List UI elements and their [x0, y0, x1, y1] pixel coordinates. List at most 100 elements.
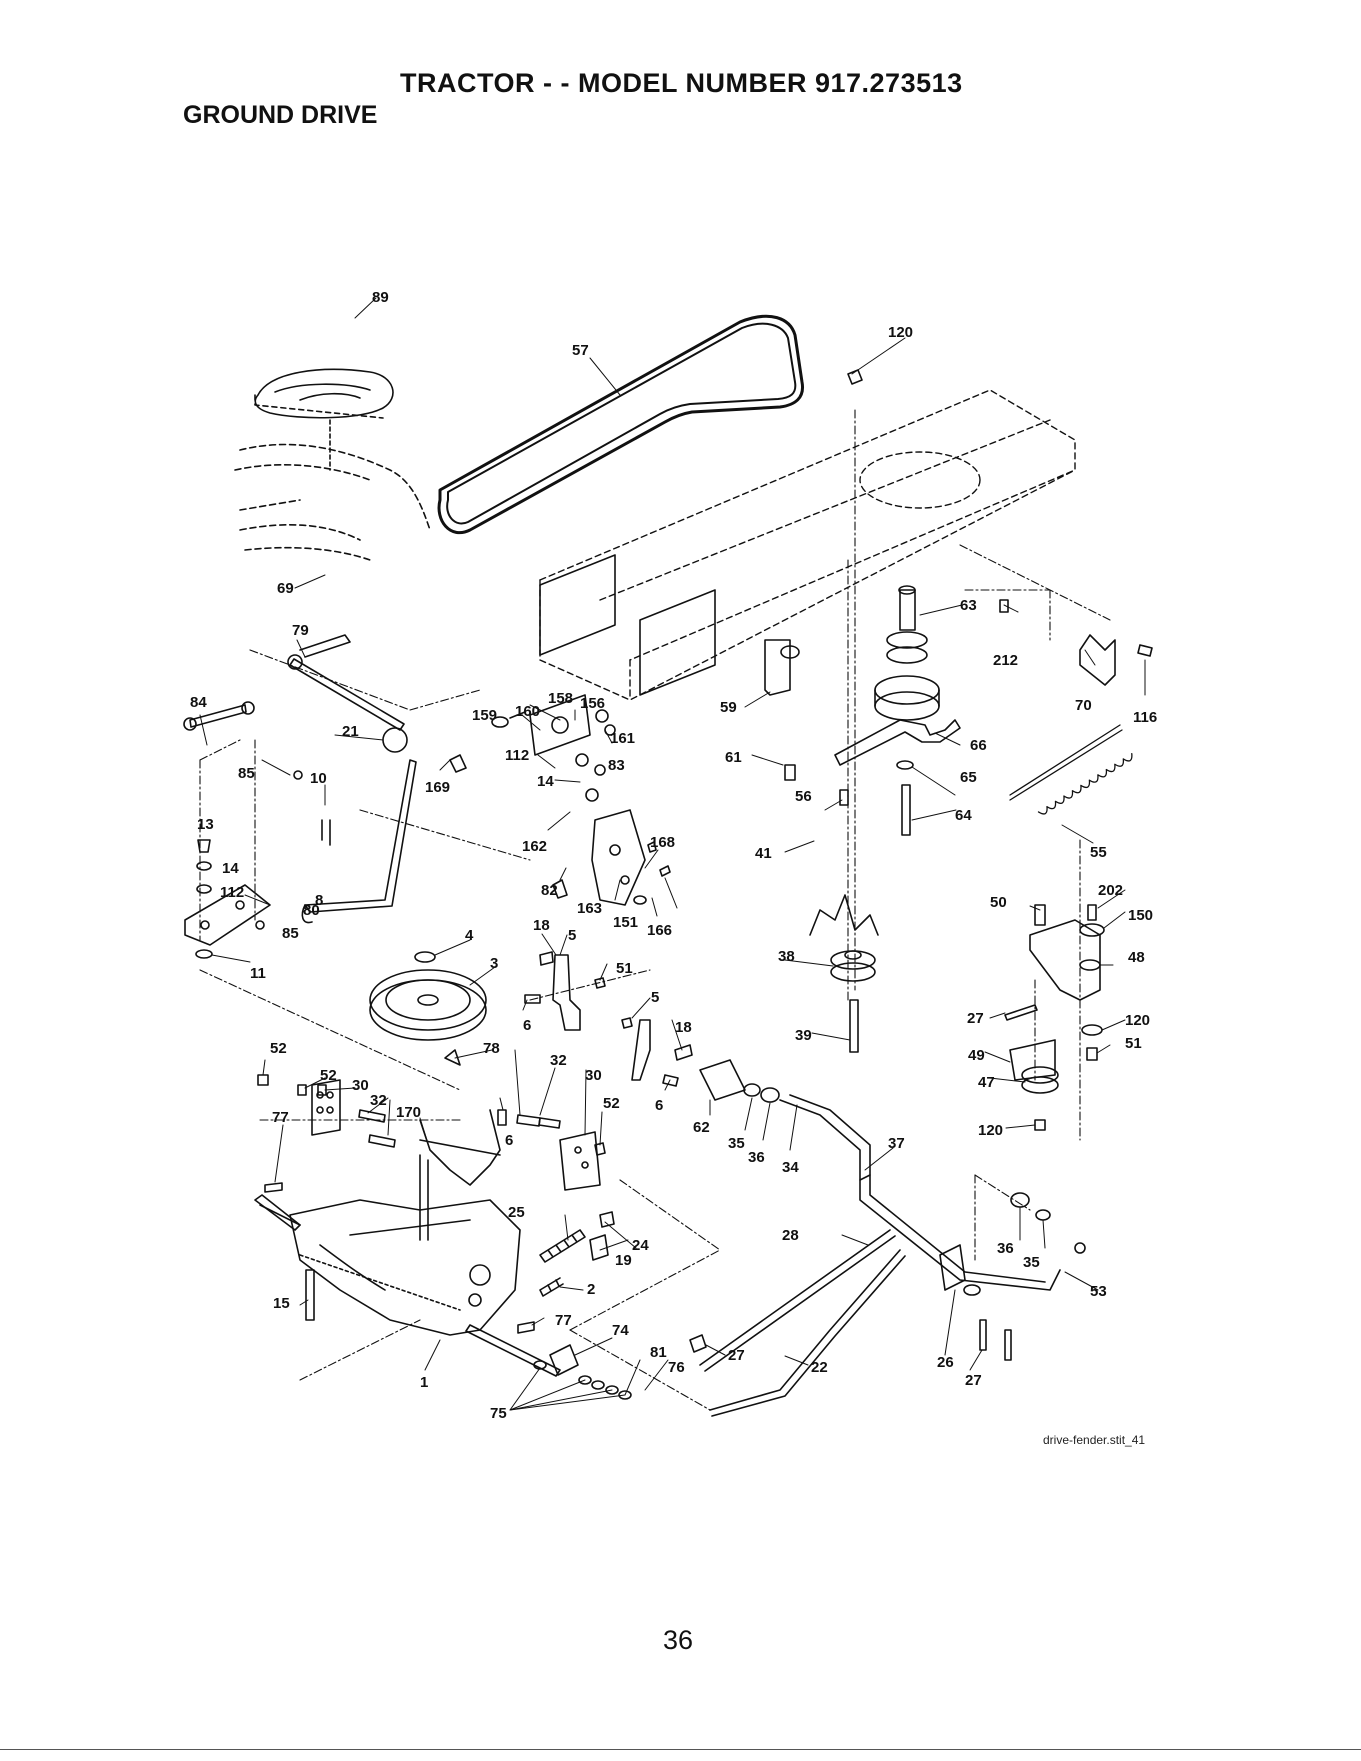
belt-guide-part-59	[764, 639, 800, 696]
part-label-52: 52	[270, 1040, 287, 1057]
part-label-70: 70	[1075, 697, 1092, 714]
transaxle-part-1	[254, 1154, 561, 1377]
part-label-39: 39	[795, 1027, 812, 1044]
part-label-120: 120	[888, 324, 913, 341]
part-label-21: 21	[342, 723, 359, 740]
part-label-57: 57	[572, 342, 589, 359]
part-label-24: 24	[632, 1237, 649, 1254]
part-label-26: 26	[937, 1354, 954, 1371]
leader-dash-lines	[199, 409, 1111, 1411]
part-label-56: 56	[795, 788, 812, 805]
part-label-160: 159	[472, 707, 497, 724]
bracket-cluster-158-162	[491, 694, 616, 802]
pin-part-77b	[517, 1321, 535, 1334]
washer-part-35	[743, 1083, 761, 1097]
pin-part-27b	[1004, 1329, 1012, 1361]
part-label-84: 84	[190, 694, 207, 711]
shaft-part-81	[287, 634, 405, 731]
part-label-156: 151	[613, 914, 638, 931]
bracket-part-37	[859, 1174, 871, 1181]
page-title: TRACTOR - - MODEL NUMBER 917.273513	[400, 68, 963, 98]
bolt-part-50	[1034, 904, 1046, 926]
part-label-32b: 32	[550, 1052, 567, 1069]
part-label-8: 8	[315, 892, 323, 909]
part-label-169: 169	[425, 779, 450, 796]
bolt-part-169	[449, 754, 467, 773]
part-label-162: 161	[610, 730, 635, 747]
part-label-36: 36	[748, 1149, 765, 1166]
bolt-part-82	[552, 879, 568, 899]
idler-bracket-part-48	[1029, 919, 1101, 1001]
part-label-6b: 6	[655, 1097, 663, 1114]
part-label-27c: 27	[965, 1372, 982, 1389]
bolt-part-32b	[368, 1134, 396, 1148]
part-label-18b: 18	[675, 1019, 692, 1036]
part-label-82: 82	[541, 882, 558, 899]
part-label-14b: 14	[537, 773, 554, 790]
part-label-2: 2	[587, 1281, 595, 1298]
fender-seat-part	[234, 368, 431, 561]
part-label-6c: 6	[505, 1132, 513, 1149]
part-label-89: 89	[372, 289, 389, 306]
figure-filename: drive-fender.stit_41	[1043, 1433, 1146, 1447]
part-label-77b: 77	[555, 1312, 572, 1329]
bolt-part-202	[1087, 904, 1097, 921]
part-label-3: 3	[490, 955, 498, 972]
nut-part-52c	[317, 1084, 327, 1096]
frame-bracket-part	[539, 554, 716, 696]
bolt-part-15	[305, 1269, 315, 1321]
part-label-15: 15	[273, 1295, 290, 1312]
nut-part-120-top	[847, 369, 863, 385]
part-label-1: 1	[420, 1374, 428, 1391]
part-label-159: 158	[548, 690, 573, 707]
part-label-51: 51	[1125, 1035, 1142, 1052]
shift-lever-part-8	[301, 727, 417, 924]
nut-part-52a	[257, 1074, 269, 1086]
part-label-28: 28	[782, 1227, 799, 1244]
part-label-27: 27	[967, 1010, 984, 1027]
part-label-22: 22	[811, 1359, 828, 1376]
bracket-part-26	[939, 1244, 966, 1291]
bolt-part-64	[901, 784, 911, 836]
part-label-11: 11	[250, 965, 266, 982]
part-label-166: 166	[647, 922, 672, 939]
part-label-13: 13	[197, 816, 214, 833]
washer-stack-75-76-78	[533, 1344, 632, 1400]
part-label-163: 162	[522, 838, 547, 855]
part-label-36b: 36	[997, 1240, 1014, 1257]
part-label-63: 63	[960, 597, 977, 614]
part-label-30b: 30	[585, 1067, 602, 1084]
part-label-83: 83	[608, 757, 625, 774]
part-label-48: 48	[1128, 949, 1145, 966]
spacer-part-150	[1079, 923, 1105, 937]
linkage-part-84	[183, 701, 255, 731]
belt-keeper-part-41	[809, 894, 879, 936]
washer-stack-13-14-112-11	[195, 839, 213, 959]
part-label-47: 47	[978, 1074, 995, 1091]
washer-part-36	[760, 1087, 780, 1103]
part-label-41: 41	[755, 845, 772, 862]
part-label-75: 75	[490, 1405, 507, 1422]
part-label-81: 79	[292, 622, 309, 639]
bolt-part-32d	[538, 1117, 561, 1129]
bracket-part-49	[1009, 1039, 1056, 1081]
bolt-part-116	[1137, 644, 1153, 657]
bottom-rule	[0, 1749, 1361, 1750]
retaining-ring-part-4	[414, 951, 436, 963]
part-label-25: 25	[508, 1204, 525, 1221]
pulley-part-47	[1021, 1066, 1059, 1094]
pulley-part-3	[369, 969, 487, 1041]
part-label-18: 18	[533, 917, 550, 934]
bolt-part-6a	[524, 994, 541, 1004]
part-label-76: 76	[668, 1359, 685, 1376]
page-number: 36	[663, 1625, 694, 1655]
pin-part-77a	[264, 1182, 283, 1193]
fastener-85a	[293, 770, 303, 780]
part-label-79c: 78	[483, 1040, 500, 1057]
bushing-part-62	[699, 1059, 746, 1101]
part-label-4: 4	[465, 927, 474, 944]
part-label-53: 53	[1090, 1283, 1107, 1300]
part-label-150: 150	[1128, 907, 1153, 924]
bracket-part-70	[1079, 634, 1116, 686]
part-label-158: 156	[580, 695, 605, 712]
